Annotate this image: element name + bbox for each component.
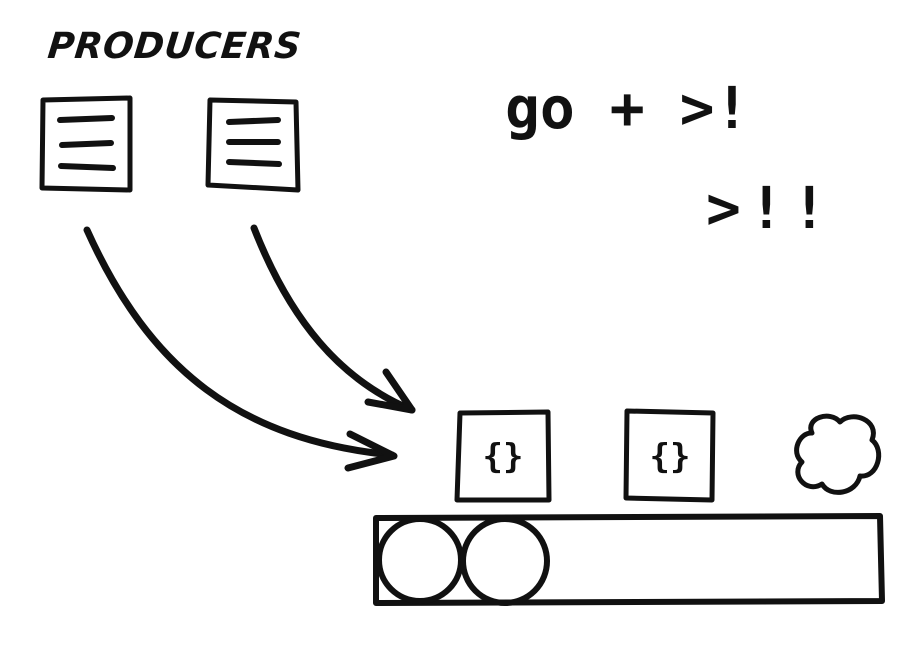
arrow-producer-2-to-queue <box>250 224 416 414</box>
message-2-box: {} <box>623 408 716 503</box>
cloud-icon <box>794 413 882 495</box>
queue-slot-2 <box>460 516 550 606</box>
code-blocking-put: >!! <box>706 174 835 242</box>
queue-conveyor <box>373 513 885 606</box>
message-1-box: {} <box>454 409 552 503</box>
producer-2-document-icon <box>205 97 301 193</box>
code-go-put: go + >! <box>505 74 750 142</box>
message-1-glyph: {} <box>483 437 524 477</box>
producer-1-document-icon <box>39 95 133 193</box>
arrow-producer-1-to-queue <box>83 226 398 472</box>
queue-slot-1 <box>376 516 464 604</box>
message-2-glyph: {} <box>650 437 691 477</box>
